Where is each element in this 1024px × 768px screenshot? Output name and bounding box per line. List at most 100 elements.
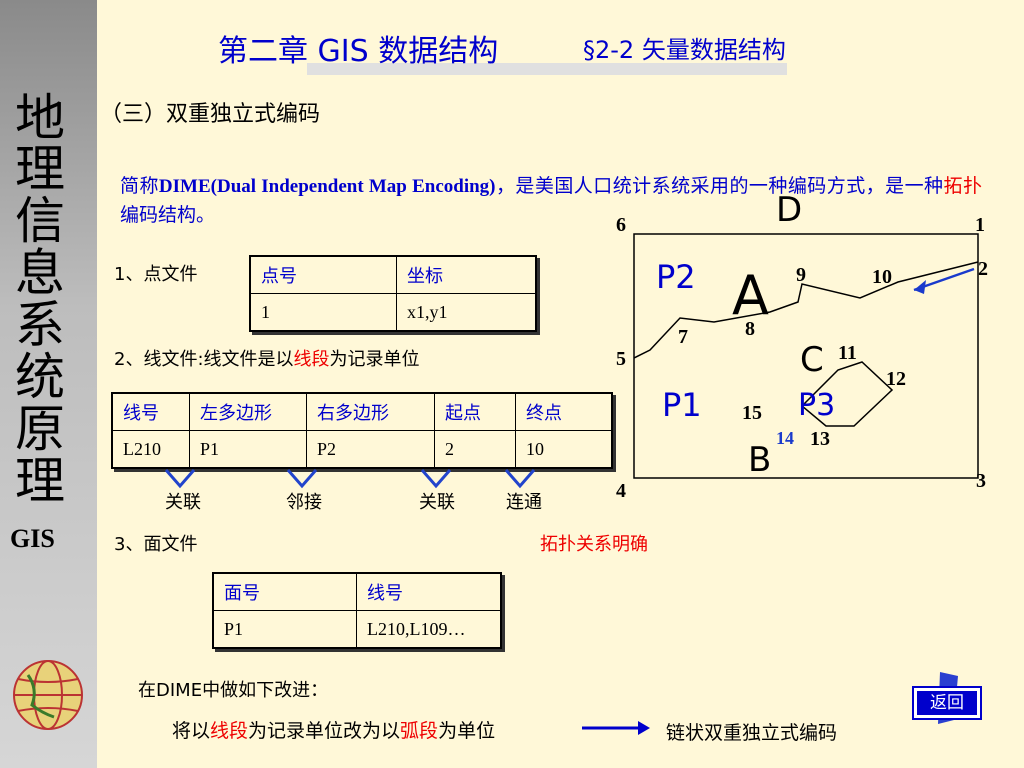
line-file-label-prefix: 2、线文件:线文件是以	[114, 349, 294, 370]
relation-label: 关联	[419, 492, 455, 513]
table-header-row: 线号 左多边形 右多边形 起点 终点	[111, 392, 613, 431]
relation-brace	[420, 469, 452, 489]
arrow-right-icon	[582, 721, 650, 735]
table-row: 1 x1,y1	[249, 293, 537, 332]
boundary-line	[633, 261, 979, 359]
intro-highlight: 拓扑	[943, 175, 982, 197]
improvement-text-part: 将以	[172, 720, 211, 742]
intro-middle: ，是美国人口统计系统采用的一种编码方式，是一种	[495, 175, 944, 197]
page-title: 第二章 GIS 数据结构	[218, 34, 499, 69]
line-file-label-suffix: 为记录单位	[329, 349, 420, 370]
title-underline	[307, 63, 787, 75]
section-heading: （三）双重独立式编码	[100, 102, 321, 127]
node-label: 12	[886, 368, 906, 390]
region-label: P1	[662, 386, 702, 424]
vertical-title-char: 息	[15, 244, 65, 302]
table-header-cell: 线号	[356, 572, 502, 611]
line-table-braces	[164, 469, 536, 489]
page-subtitle: §2-2 矢量数据结构	[583, 36, 786, 64]
table-cell: L210,L109…	[356, 610, 502, 649]
table-header-cell: 点号	[249, 255, 397, 294]
table-header-cell: 起点	[434, 392, 516, 431]
topology-note: 拓扑关系明确	[540, 534, 648, 555]
line-file-label-highlight: 线段	[293, 349, 330, 370]
globe-logo-icon	[13, 660, 83, 730]
map-boundary	[633, 233, 979, 479]
node-label: 10	[872, 266, 892, 288]
vertical-title-char: 理	[15, 140, 65, 198]
sidebar-gis-label: GIS	[10, 524, 55, 553]
relation-brace	[286, 469, 318, 489]
arrow-head	[914, 280, 926, 294]
region-label: P2	[656, 258, 696, 296]
relation-label: 连通	[506, 492, 542, 513]
region-label: C	[800, 340, 824, 380]
node-label: 15	[742, 402, 762, 424]
node-label: 1	[975, 214, 985, 236]
diagram-labels: 6 1 2 5 4 3 9 10 7 8 11 12 15 14 13 P2 A…	[616, 190, 1020, 510]
vertical-title-char: 理	[15, 452, 65, 510]
intro-prefix: 简称	[120, 175, 159, 197]
point-file-table: 点号 坐标 1 x1,y1	[249, 255, 537, 332]
node-label: 8	[745, 318, 755, 340]
improvement-highlight: 弧段	[400, 720, 439, 742]
table-row: P1 L210,L109…	[212, 610, 502, 649]
table-cell: 10	[515, 430, 613, 469]
region-label: A	[732, 264, 769, 327]
table-header-row: 面号 线号	[212, 572, 502, 611]
table-header-cell: 面号	[212, 572, 357, 611]
back-button[interactable]: 返回	[912, 686, 982, 720]
node-label: 3	[976, 470, 986, 492]
polygon-p3	[800, 361, 894, 427]
node-label: 2	[978, 258, 988, 280]
point-file-label: 1、点文件	[114, 264, 198, 285]
line-file-label: 2、线文件:线文件是以线段为记录单位	[114, 345, 420, 371]
table-header-row: 点号 坐标	[249, 255, 537, 294]
region-label: B	[748, 440, 772, 480]
vertical-title-char: 原	[15, 400, 65, 458]
table-row: L210 P1 P2 2 10	[111, 430, 613, 469]
node-label: 6	[616, 214, 626, 236]
table-header-cell: 右多边形	[306, 392, 435, 431]
sidebar	[0, 0, 97, 768]
area-file-table: 面号 线号 P1 L210,L109…	[212, 572, 502, 649]
dime-polygon-diagram	[633, 233, 979, 479]
vertical-title-char: 系	[15, 296, 65, 354]
line-file-table: 线号 左多边形 右多边形 起点 终点 L210 P1 P2 2 10	[111, 392, 613, 469]
table-cell: P1	[189, 430, 307, 469]
table-cell: 1	[249, 293, 397, 332]
node-label: 14	[776, 428, 794, 448]
region-label: P3	[798, 388, 836, 423]
relation-brace	[164, 469, 196, 489]
improvement-highlight: 线段	[210, 720, 249, 742]
area-file-label: 3、面文件	[114, 534, 198, 555]
table-header-cell: 坐标	[396, 255, 537, 294]
table-cell: 2	[434, 430, 516, 469]
relation-brace	[504, 469, 536, 489]
improvement-label: 在DIME中做如下改进：	[138, 680, 329, 701]
node-label: 9	[796, 264, 806, 286]
region-label: D	[776, 190, 803, 230]
relation-label: 邻接	[286, 492, 322, 513]
table-header-cell: 终点	[515, 392, 613, 431]
relation-label: 关联	[165, 492, 201, 513]
vertical-title-char: 统	[15, 348, 65, 406]
improvement-text-part: 为记录单位改为以	[248, 720, 401, 742]
intro-paragraph: 简称DIME(Dual Independent Map Encoding)，是美…	[120, 172, 982, 229]
table-header-cell: 左多边形	[189, 392, 307, 431]
improvement-text: 将以线段为记录单位改为以弧段为单位	[172, 716, 495, 743]
node-label: 13	[810, 428, 830, 450]
node-label: 11	[838, 342, 857, 364]
table-cell: P2	[306, 430, 435, 469]
vertical-title-char: 地	[15, 89, 65, 147]
table-header-cell: 线号	[111, 392, 190, 431]
table-cell: L210	[111, 430, 190, 469]
node-label: 7	[678, 326, 688, 348]
back-button-label: 返回	[917, 691, 977, 715]
intro-suffix: 编码结构。	[120, 204, 216, 226]
node-label: 5	[616, 348, 626, 370]
intro-term: DIME(Dual Independent Map Encoding)	[158, 176, 496, 197]
improvement-text-part: 为单位	[438, 720, 496, 742]
node-label: 4	[616, 480, 626, 502]
vertical-title-char: 信	[15, 192, 65, 250]
